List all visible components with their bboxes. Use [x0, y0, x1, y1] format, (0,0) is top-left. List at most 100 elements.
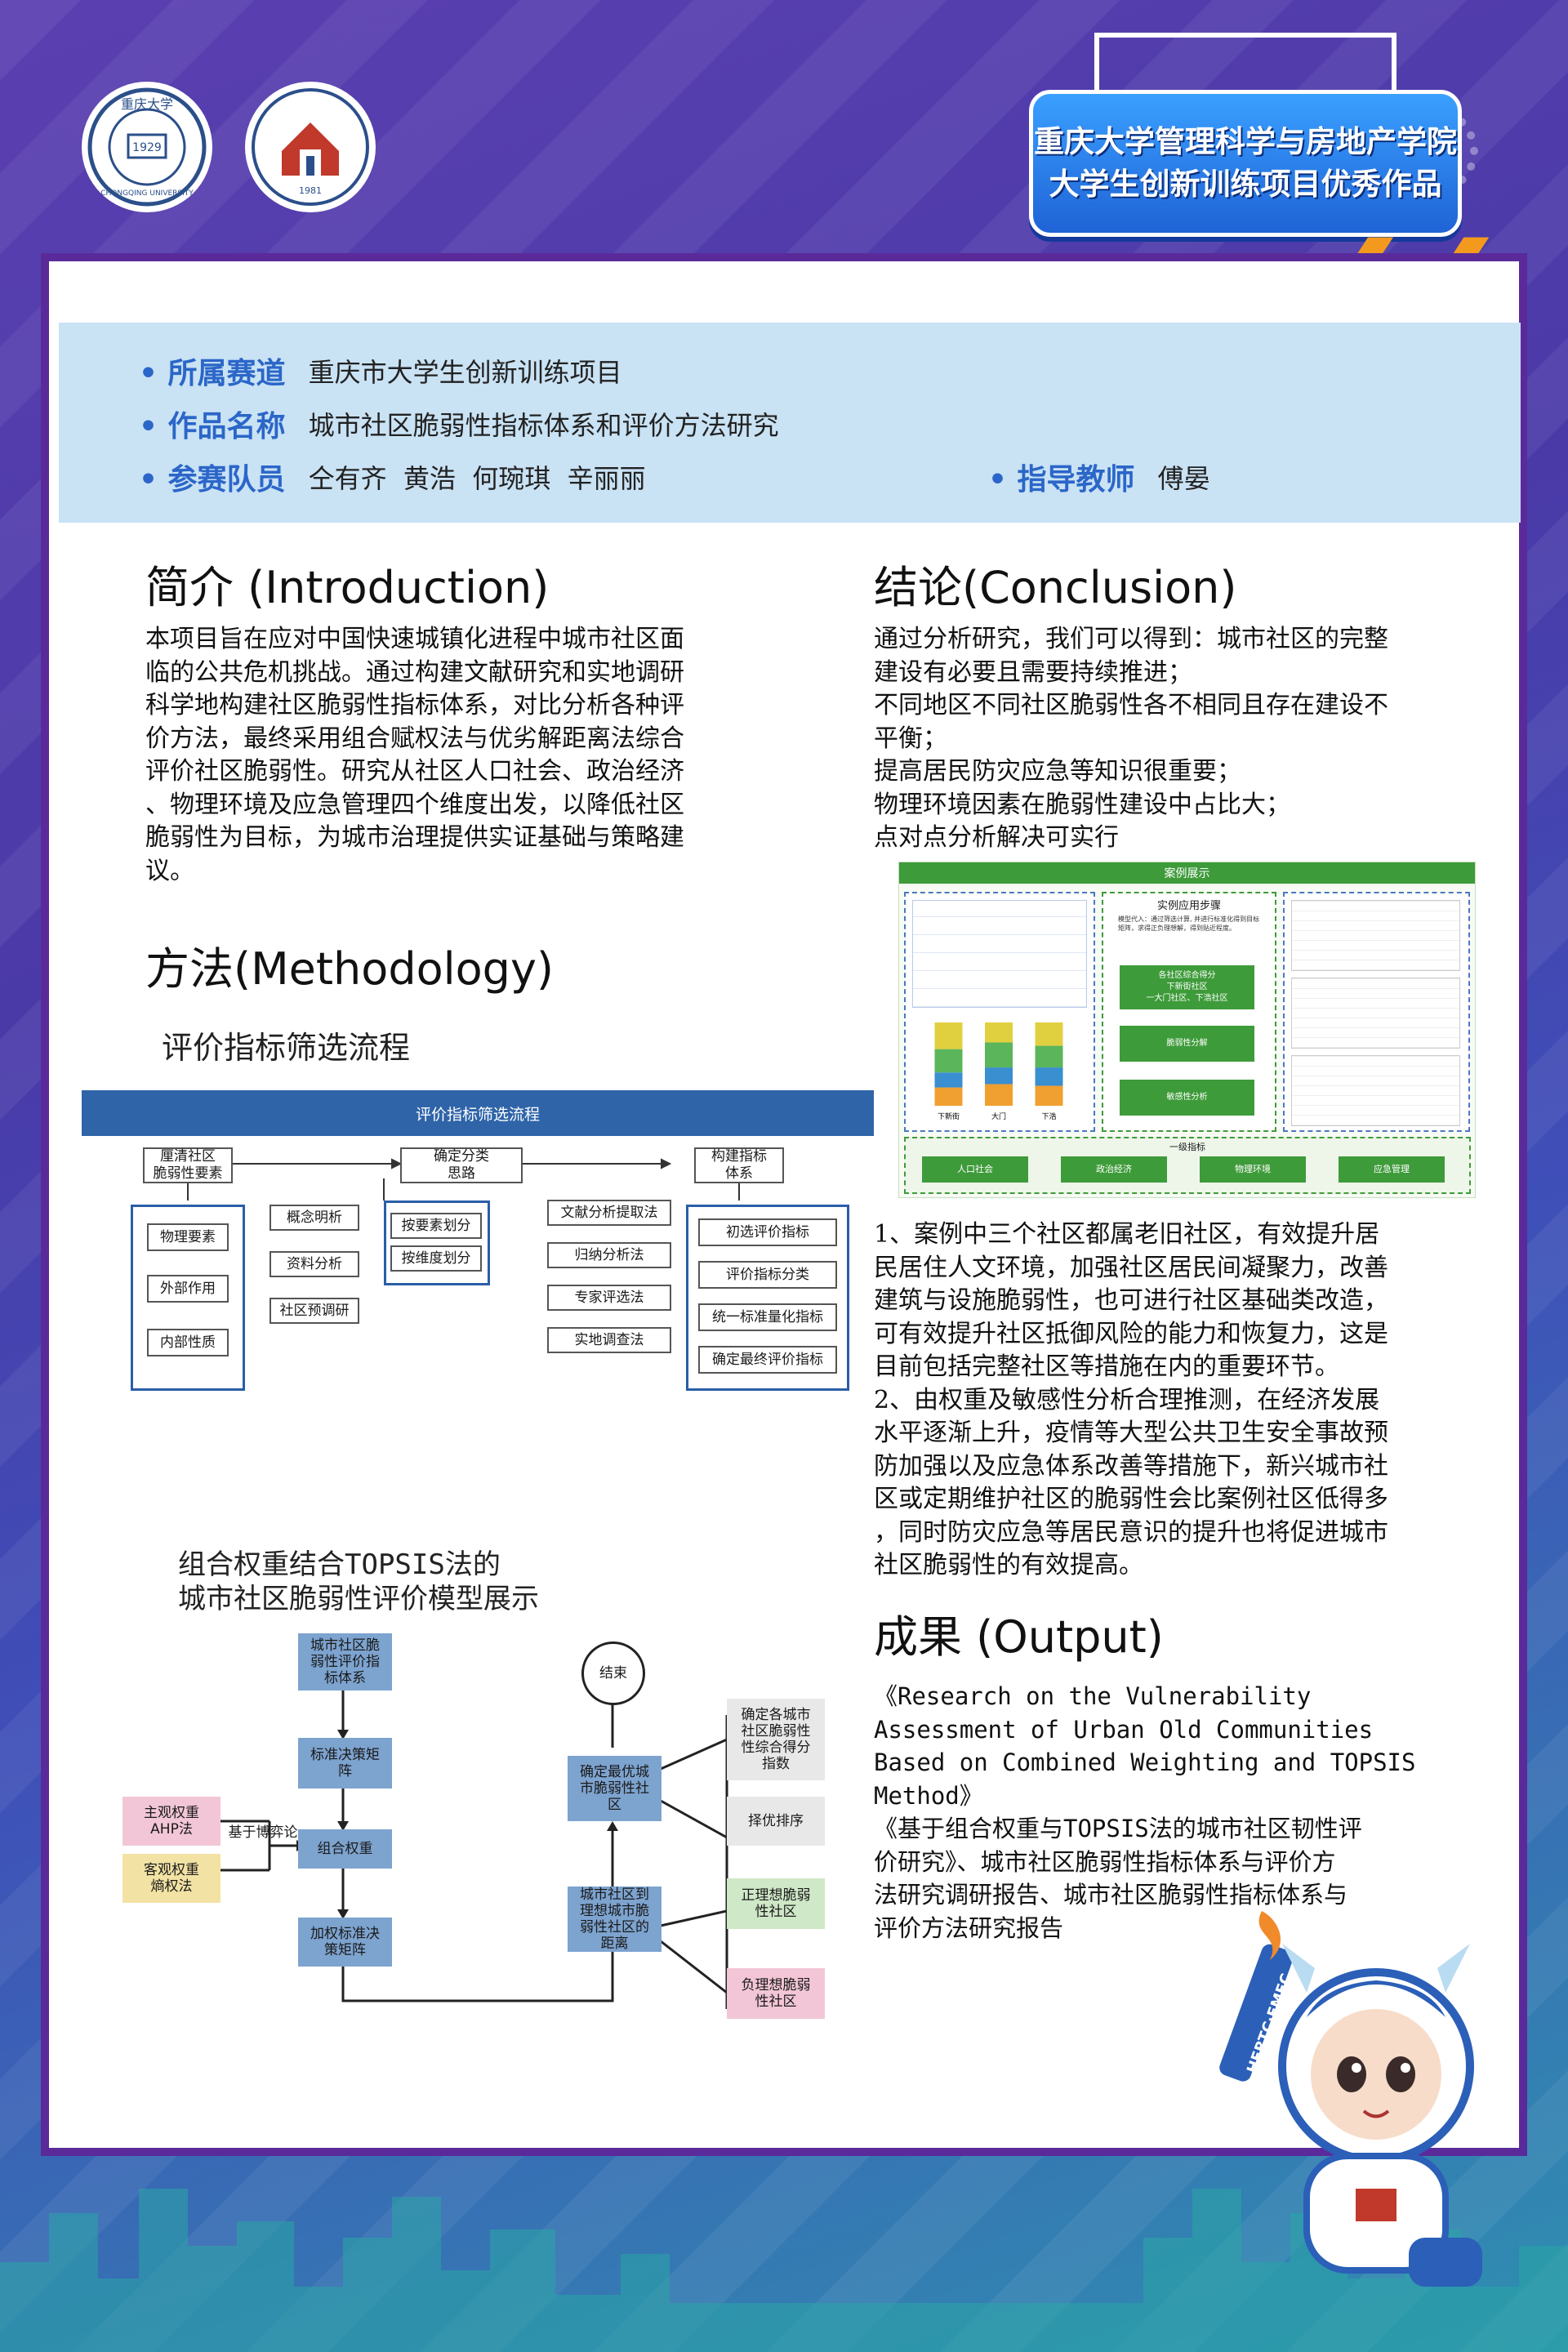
flow1-item: 评价指标分类 [698, 1261, 837, 1289]
flow2-objective-weight: 客观权重 熵权法 [122, 1854, 220, 1903]
info-work: 作品名称 城市社区脆弱性指标体系和评价方法研究 [139, 403, 779, 445]
mascot-illustration: HERTC·EMEC [1219, 1911, 1482, 2287]
finding-line: 区或定期维护社区的脆弱性会比案例社区低得多 [874, 1485, 1388, 1513]
finding-line: 社区脆弱性的有效提高。 [874, 1551, 1143, 1579]
work-value: 城市社区脆弱性指标体系和评价方法研究 [308, 410, 779, 441]
flow2-index-system: 城市社区脆 弱性评价指 标体系 [298, 1633, 392, 1690]
case-level-panel: 一级指标 人口社会 政治经济 物理环境 应急管理 [904, 1137, 1471, 1194]
track-value: 重庆市大学生创新训练项目 [308, 357, 622, 388]
output-line: 法研究调研报告、城市社区脆弱性指标体系与 [874, 1881, 1348, 1909]
output-line: Based on Combined Weighting and TOPSIS [874, 1748, 1416, 1776]
case-steps-panel: 实例应用步骤 模型代入：通过筛选计算, 并进行标准化得到目标矩阵，求得正负理想解… [1102, 892, 1276, 1132]
output-line: 评价方法研究报告 [874, 1913, 1064, 1942]
school-seal-icon: 1981 [252, 88, 369, 206]
case-bar-label: 下新街 [938, 1111, 960, 1121]
info-track: 所属赛道 重庆市大学生创新训练项目 [139, 350, 622, 392]
flow1-item: 内部性质 [147, 1329, 229, 1356]
conclusion-heading: 结论(Conclusion) [874, 562, 1237, 613]
flow2-standard-matrix: 标准决策矩 阵 [298, 1738, 392, 1788]
case-bar-segment [1035, 1085, 1063, 1106]
topsis-model-flowchart: 城市社区脆 弱性评价指 标体系 标准决策矩 阵 组合权重 加权标准决 策矩阵 城… [82, 1633, 874, 2123]
finding-line: 1、案例中三个社区都属老旧社区，有效提升居 [874, 1220, 1380, 1249]
flow1-item: 按要素划分 [390, 1213, 482, 1239]
flow1-head-3: 构建指标 体系 [694, 1147, 784, 1183]
finding-line: 建筑与设施脆弱性，也可进行社区基础类改造， [874, 1286, 1388, 1315]
flow2-end: 结束 [581, 1642, 645, 1705]
award-badge: 重庆大学管理科学与房地产学院 大学生创新训练项目优秀作品 [1029, 90, 1462, 237]
flow1-head-2: 确定分类 思路 [400, 1147, 523, 1183]
flow1-item: 实地调查法 [547, 1327, 671, 1353]
advisor-label: 指导教师 [988, 456, 1135, 498]
flow1-head-1: 厘清社区 脆弱性要素 [143, 1147, 233, 1183]
case-bar-segment [934, 1049, 963, 1073]
case-bar-segment [934, 1087, 963, 1106]
flow2-subjective-weight: 主观权重 AHP法 [122, 1797, 220, 1846]
intro-line: 脆弱性为目标，为城市治理提供实证基础与策略建 [145, 823, 684, 852]
case-bar-segment [985, 1042, 1013, 1068]
flow1-group-elements [131, 1205, 245, 1391]
flow1-caption: 评价指标筛选流程 [162, 1030, 411, 1066]
case-bar-segment [934, 1072, 963, 1088]
case-step-sensitivity: 敏感性分析 [1120, 1080, 1254, 1116]
case-bar-label: 大门 [991, 1111, 1006, 1121]
cqu-logo: 重庆大学 1929 CHONGQING UNIVERSITY [82, 82, 212, 212]
case-bar-chart: 下新街 大门 下浩 [934, 1022, 1063, 1121]
flow2-positive-ideal: 正理想脆弱 性社区 [727, 1878, 825, 1929]
svg-text:重庆大学: 重庆大学 [121, 96, 173, 112]
case-bar-segment [1035, 1022, 1063, 1046]
output-line: Assessment of Urban Old Communities [874, 1715, 1374, 1744]
finding-line: 民居住人文环境，加强社区居民间凝聚力，改善 [874, 1253, 1388, 1282]
flow1-item: 初选评价指标 [698, 1218, 837, 1246]
case-level-item: 人口社会 [922, 1156, 1028, 1183]
case-level-item: 政治经济 [1061, 1156, 1167, 1183]
conclusion-line: 通过分析研究，我们可以得到：城市社区的完整 [874, 625, 1388, 653]
intro-heading: 简介 (Introduction) [145, 562, 550, 613]
conclusion-line: 平衡； [874, 724, 947, 753]
case-title-bar: 案例展示 [899, 862, 1475, 884]
flow1-item: 确定最终评价指标 [698, 1346, 837, 1374]
content-panel: 所属赛道 重庆市大学生创新训练项目 作品名称 城市社区脆弱性指标体系和评价方法研… [41, 253, 1527, 2156]
finding-line: 目前包括完整社区等措施在内的重要环节。 [874, 1352, 1339, 1381]
intro-line: 评价社区脆弱性。研究从社区人口社会、政治经济 [145, 757, 684, 786]
case-mini-chart [1291, 900, 1460, 971]
flow1-title: 评价指标筛选流程 [415, 1105, 540, 1124]
intro-line: 科学地构建社区脆弱性指标体系，对比分析各种评 [145, 691, 684, 719]
case-steps-title: 实例应用步骤 [1156, 900, 1221, 912]
finding-line: 水平逐渐上升，疫情等大型公共卫生安全事故预 [874, 1419, 1388, 1447]
conclusion-line: 提高居民防灾应急等知识很重要； [874, 757, 1241, 786]
output-line: 《Research on the Vulnerability [874, 1682, 1312, 1710]
case-step-decompose: 脆弱性分解 [1120, 1026, 1254, 1062]
case-steps-desc: 模型代入：通过筛选计算, 并进行标准化得到目标矩阵，求得正负理想解，得到贴近程度… [1118, 915, 1260, 932]
team-value: 仝有齐 黄浩 何琬琪 辛丽丽 [308, 463, 646, 494]
flow2-weighted-matrix: 加权标准决 策矩阵 [298, 1918, 392, 1967]
flow2-caption-line1: 组合权重结合TOPSIS法的 [178, 1548, 501, 1581]
flow1-item: 资料分析 [270, 1251, 359, 1277]
flow2-optimal: 确定最优城 市脆弱性社 区 [568, 1756, 662, 1821]
info-bar [59, 323, 1521, 523]
svg-text:1981: 1981 [299, 185, 322, 196]
badge-line1: 重庆大学管理科学与房地产学院 [1034, 124, 1457, 159]
case-bar-segment [985, 1067, 1013, 1085]
intro-line: 议。 [145, 856, 194, 885]
conclusion-text: 通过分析研究，我们可以得到：城市社区的完整 建设有必要且需要持续推进； 不同地区… [874, 623, 1478, 855]
case-mini-chart [1291, 978, 1460, 1049]
conclusion-line: 物理环境因素在脆弱性建设中占比大； [874, 790, 1290, 819]
info-team: 参赛队员 仝有齐 黄浩 何琬琪 辛丽丽 [139, 456, 646, 498]
case-sensitivity-panel [1283, 892, 1470, 1132]
case-mini-chart [1291, 1055, 1460, 1126]
cqu-seal-icon: 重庆大学 1929 CHONGQING UNIVERSITY [87, 87, 207, 207]
case-level-title: 一级指标 [1169, 1142, 1205, 1152]
flow1-item: 外部作用 [147, 1275, 229, 1303]
svg-text:1929: 1929 [132, 141, 162, 154]
case-bar-segment [985, 1022, 1013, 1043]
flow2-caption-line2: 城市社区脆弱性评价模型展示 [178, 1583, 539, 1615]
finding-line: 防加强以及应急体系改善等措施下，新兴城市社 [874, 1451, 1388, 1481]
intro-line: 、物理环境及应急管理四个维度出发，以降低社区 [145, 790, 684, 819]
finding-line: 2、由权重及敏感性分析合理推测，在经济发展 [874, 1385, 1380, 1414]
finding-line: ，同时防灾应急等居民意识的提升也将促进城市 [874, 1517, 1388, 1547]
case-table-grid [912, 900, 1087, 1008]
case-bar-label: 下浩 [1041, 1111, 1056, 1121]
city-skyline [0, 2189, 1568, 2352]
flow1-group-split [384, 1200, 490, 1285]
intro-text: 本项目旨在应对中国快速城镇化进程中城市社区面 临的公共危机挑战。通过构建文献研究… [145, 623, 782, 888]
